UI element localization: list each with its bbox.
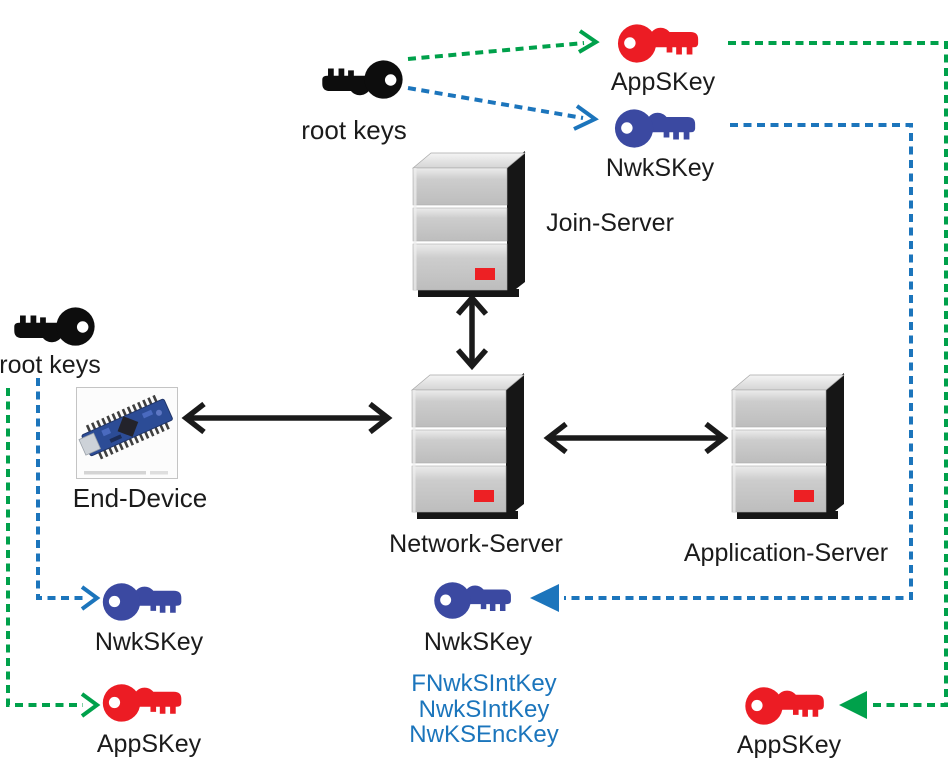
join-server-label: Join-Server	[546, 209, 674, 237]
join-network-link-arrow	[455, 293, 489, 371]
nwkskey-device-label: NwkSKey	[94, 628, 204, 656]
blue-nwkskey-transport-arrow	[530, 123, 913, 612]
root-keys-left-icon	[10, 305, 97, 349]
nwkskey-top-label: NwkSKey	[605, 154, 715, 182]
end-device-image	[76, 387, 178, 479]
network-server-icon	[411, 372, 529, 522]
root-keys-top-icon	[318, 58, 405, 102]
appskey-device-icon	[100, 681, 186, 724]
green-derive-appskey-arrow	[407, 29, 600, 61]
join-server-icon	[412, 150, 530, 300]
application-server-icon	[731, 372, 849, 522]
appskey-top-label: AppSKey	[610, 68, 716, 96]
nwkskey-network-icon	[432, 579, 515, 621]
appskey-application-label: AppSKey	[736, 731, 842, 758]
green-device-appskey-arrow	[6, 388, 101, 718]
blue-derive-nwkskey-arrow	[407, 86, 599, 131]
appskey-device-label: AppSKey	[96, 730, 202, 758]
end-device-label: End-Device	[72, 483, 208, 513]
green-appskey-transport-arrow	[728, 41, 948, 719]
session-key-item: FNwkSIntKey	[411, 670, 557, 697]
network-application-link-arrow	[543, 421, 729, 455]
root-keys-top-label: root keys	[301, 115, 407, 145]
appskey-top-icon	[617, 21, 701, 65]
nwkskey-device-icon	[101, 580, 185, 623]
nwkskey-top-icon	[614, 106, 698, 150]
application-server-label: Application-Server	[683, 539, 889, 567]
device-network-link-arrow	[181, 401, 393, 435]
blue-device-nwkskey-arrow	[36, 378, 101, 611]
nwkskey-network-label: NwkSKey	[423, 628, 533, 656]
session-key-item: NwkSIntKey	[418, 695, 550, 723]
session-key-item: NwKSEncKey	[409, 721, 559, 748]
network-session-keys-list: FNwkSIntKey NwkSIntKey NwKSEncKey	[409, 671, 558, 748]
network-server-label: Network-Server	[389, 530, 563, 558]
root-keys-left-label: root keys	[0, 351, 101, 379]
appskey-application-icon	[743, 684, 828, 727]
